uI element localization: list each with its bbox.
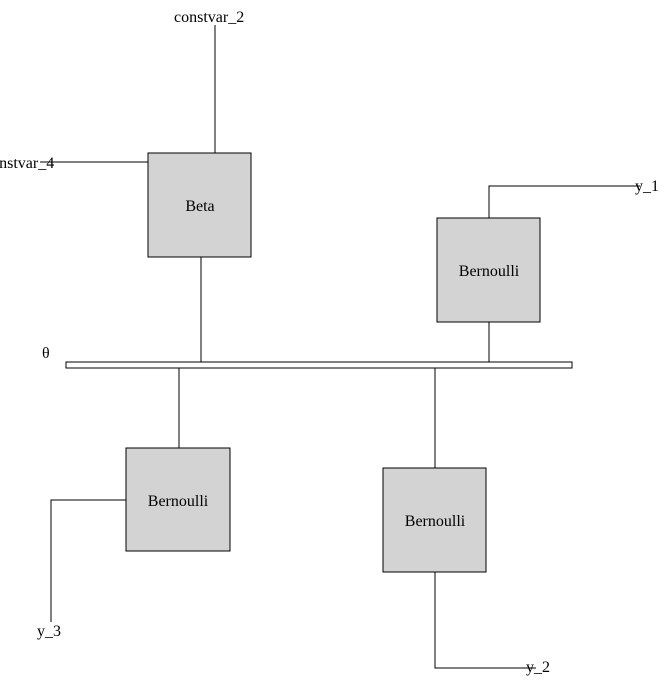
bernoulli-factor-2-box xyxy=(382,467,487,573)
bernoulli-factor-3-label: Bernoulli xyxy=(148,493,209,510)
bernoulli-factor-2: Bernoulli xyxy=(382,467,487,573)
wire-bernoulli-3-y3 xyxy=(50,499,126,622)
y-3-label: y_3 xyxy=(37,623,61,640)
wire-y1-bernoulli-1 xyxy=(488,185,640,218)
bernoulli-factor-1: Bernoulli xyxy=(436,217,541,323)
bernoulli-factor-1-box xyxy=(436,217,541,323)
constvar-2-label: constvar_2 xyxy=(174,9,244,26)
theta-label: θ xyxy=(42,345,50,362)
wire-bernoulli-2-y2 xyxy=(434,572,536,669)
bernoulli-factor-3: Bernoulli xyxy=(125,447,231,552)
bernoulli-factor-2-label: Bernoulli xyxy=(405,513,466,530)
beta-factor: Beta xyxy=(147,152,252,258)
beta-factor-box xyxy=(147,152,252,258)
beta-factor-label: Beta xyxy=(185,198,214,215)
constvar-4-label: constvar_4 xyxy=(0,155,54,172)
bernoulli-factor-1-label: Bernoulli xyxy=(459,263,520,280)
theta-variable-bar xyxy=(65,361,573,369)
y-1-label: y_1 xyxy=(635,178,659,195)
y-2-label: y_2 xyxy=(526,659,550,676)
bernoulli-factor-3-box xyxy=(125,447,231,552)
